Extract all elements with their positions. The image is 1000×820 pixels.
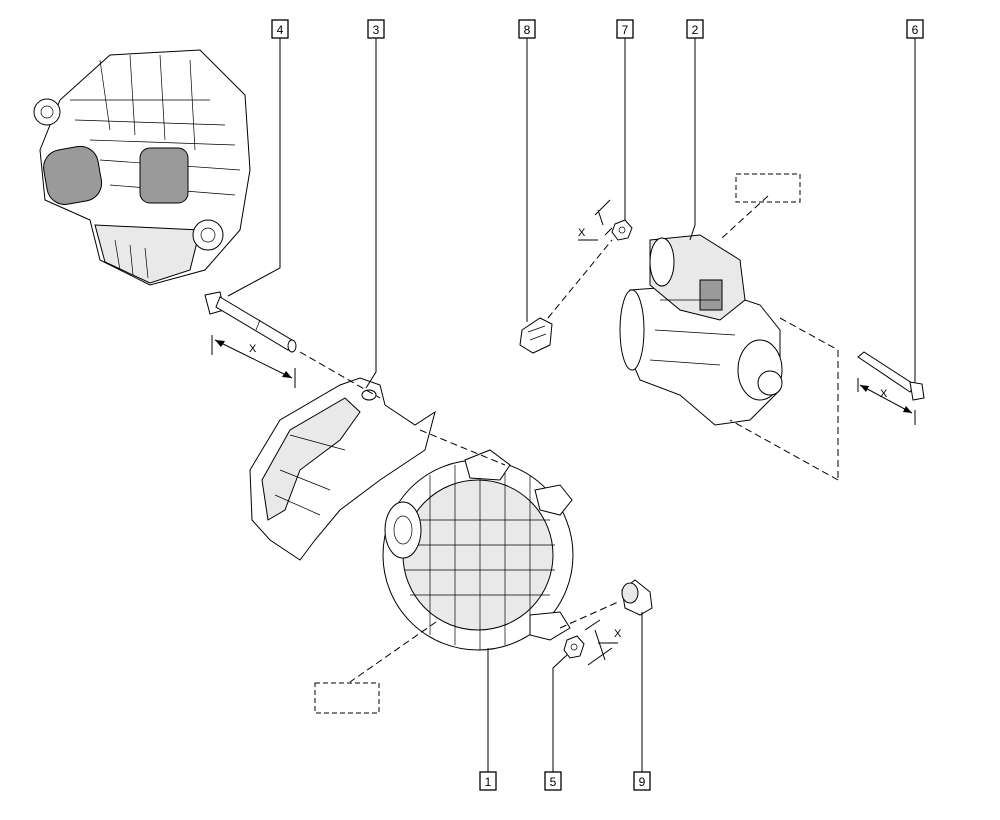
assembly-dashed-lines xyxy=(299,195,839,683)
dimension-label-bolt4: X xyxy=(249,343,257,355)
dimension-x-nut-5: X xyxy=(584,619,622,666)
svg-text:4: 4 xyxy=(277,23,284,37)
callout-leaders xyxy=(227,38,916,772)
svg-text:3: 3 xyxy=(373,23,380,37)
callout-3: 3 xyxy=(367,19,385,39)
heat-shield-part-3 xyxy=(249,377,436,561)
dimension-label-nut5: X xyxy=(614,628,622,640)
bolt-part-6 xyxy=(857,351,925,401)
callout-4: 4 xyxy=(271,19,289,39)
dimension-x-bolt-6: X xyxy=(857,378,916,425)
bolt-part-4 xyxy=(204,291,297,353)
nut-part-7 xyxy=(611,219,633,241)
svg-text:6: 6 xyxy=(912,23,919,37)
callout-9: 9 xyxy=(633,771,651,791)
dimension-x-bolt-4: X xyxy=(211,335,296,388)
reference-box-starter xyxy=(735,173,801,203)
callout-5: 5 xyxy=(544,771,562,791)
callout-1: 1 xyxy=(479,771,497,791)
svg-text:8: 8 xyxy=(524,23,531,37)
svg-text:2: 2 xyxy=(692,23,699,37)
svg-text:7: 7 xyxy=(622,23,629,37)
reference-box-alternator xyxy=(314,682,380,714)
dimension-label-bolt6: X xyxy=(880,388,888,400)
dimension-x-nut-7: X xyxy=(578,199,613,241)
callout-8: 8 xyxy=(518,19,536,39)
callout-6: 6 xyxy=(906,19,924,39)
engine-illustration xyxy=(33,49,251,286)
nut-part-5 xyxy=(563,635,585,659)
dimension-label-nut7: X xyxy=(578,227,586,239)
connector-part-8 xyxy=(519,317,553,354)
alternator-part-1 xyxy=(382,449,574,651)
svg-text:9: 9 xyxy=(639,775,646,789)
callout-7: 7 xyxy=(616,19,634,39)
svg-text:1: 1 xyxy=(485,775,492,789)
svg-text:5: 5 xyxy=(550,775,557,789)
cap-part-9 xyxy=(621,579,653,616)
callout-2: 2 xyxy=(686,19,704,39)
starter-motor-part-2 xyxy=(619,234,783,426)
